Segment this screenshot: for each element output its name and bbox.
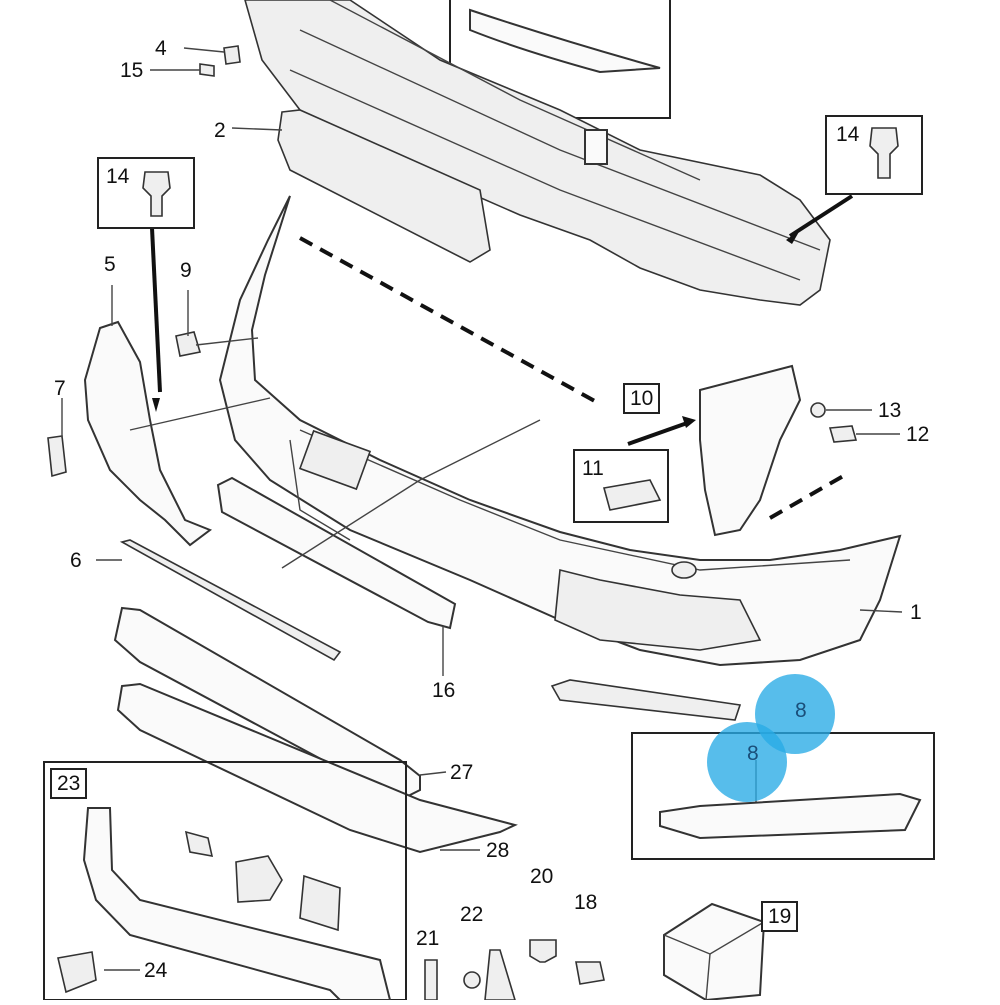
callout-15: 15 xyxy=(120,59,144,82)
fog-lamp-recess xyxy=(554,568,762,651)
top-inset-part xyxy=(469,8,661,74)
assembly-line-right xyxy=(769,473,846,520)
kit-clip xyxy=(184,830,214,858)
bumper-side-section xyxy=(83,320,213,547)
callout-13: 13 xyxy=(878,399,902,422)
fog-grille-inset xyxy=(659,792,922,840)
callout-23: 23 xyxy=(50,768,88,799)
kit-skid-plate-23 xyxy=(82,807,392,1001)
callout-16: 16 xyxy=(432,679,456,702)
assembly-line-left xyxy=(299,236,601,406)
callout-27: 27 xyxy=(450,761,474,784)
bumper-grille-opening xyxy=(298,429,372,491)
callout-21: 21 xyxy=(416,927,440,950)
screw-14-right xyxy=(869,127,899,179)
bolt-15 xyxy=(199,63,215,77)
callout-9: 9 xyxy=(180,259,192,282)
callout-22: 22 xyxy=(460,903,484,926)
callout-18: 18 xyxy=(574,891,598,914)
bolt-20 xyxy=(529,939,557,963)
callout-14-left: 14 xyxy=(106,165,130,188)
bracket-7 xyxy=(47,435,67,478)
carrier-bracket xyxy=(584,129,608,165)
washer-cap xyxy=(671,561,697,579)
clip-4 xyxy=(223,45,241,65)
lower-grille-16 xyxy=(216,476,457,630)
speed-nut-11 xyxy=(602,479,662,511)
callout-14-right: 14 xyxy=(836,123,860,146)
clip-18 xyxy=(575,961,605,985)
callout-7: 7 xyxy=(54,377,66,400)
callout-8-inner: 8 xyxy=(747,742,759,765)
bolt-24 xyxy=(57,951,97,994)
bolt-12 xyxy=(828,425,858,443)
callout-19: 19 xyxy=(761,901,799,932)
washer-13 xyxy=(810,402,826,418)
callout-4: 4 xyxy=(155,37,167,60)
callout-5: 5 xyxy=(104,253,116,276)
callout-8-outer: 8 xyxy=(795,699,807,722)
rod-21 xyxy=(424,959,438,1001)
callout-1: 1 xyxy=(910,601,922,624)
kit-bracket xyxy=(299,874,341,932)
bracket-plate xyxy=(484,949,517,1001)
callout-6: 6 xyxy=(70,549,82,572)
callout-24: 24 xyxy=(144,959,168,982)
kit-spacer xyxy=(235,855,283,903)
box-14-left xyxy=(97,157,195,229)
mounting-bracket-10 xyxy=(699,364,802,537)
callout-10: 10 xyxy=(623,383,661,414)
fog-grille-8 xyxy=(550,679,742,721)
callout-11: 11 xyxy=(582,457,604,480)
trim-strip-6 xyxy=(119,539,342,662)
screw-14-left xyxy=(142,171,171,217)
callout-20: 20 xyxy=(530,865,554,888)
callout-28: 28 xyxy=(486,839,510,862)
energy-absorber-strip xyxy=(277,109,491,263)
highlight-8-inner xyxy=(707,722,787,802)
callout-2: 2 xyxy=(214,119,226,142)
washer-22 xyxy=(463,971,481,989)
box-14-right xyxy=(825,115,923,195)
callout-12: 12 xyxy=(906,423,930,446)
box-11 xyxy=(573,449,669,523)
skid-plate-28 xyxy=(116,682,518,854)
